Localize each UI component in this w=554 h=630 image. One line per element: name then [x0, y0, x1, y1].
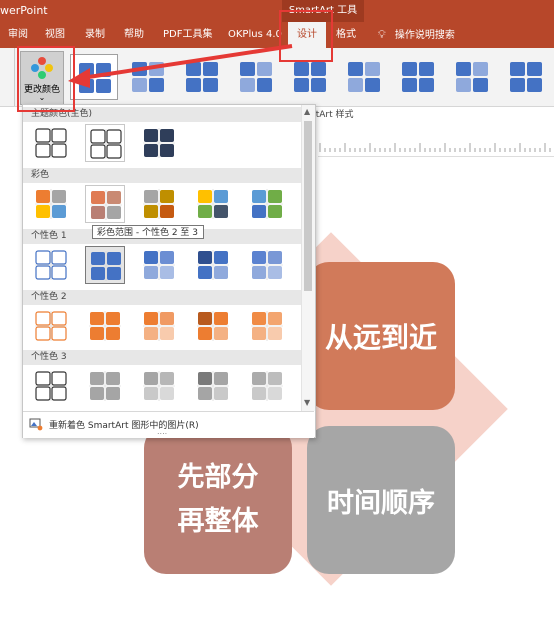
- swatch-tooltip: 彩色范围 - 个性色 2 至 3: [92, 225, 204, 239]
- recolor-pictures-option[interactable]: 重新着色 SmartArt 图形中的图片(R) ....: [23, 411, 314, 438]
- change-colors-label: 更改颜色: [23, 85, 60, 95]
- color-swatch[interactable]: [31, 124, 71, 162]
- color-swatch[interactable]: [139, 246, 179, 284]
- lightbulb-icon: 💡︎: [378, 28, 386, 41]
- color-swatch[interactable]: [31, 185, 71, 223]
- color-swatch[interactable]: [31, 246, 71, 284]
- smartart-styles-group-label: rtArt 样式: [312, 110, 354, 120]
- smartart-shape-top-right[interactable]: 从远到近: [307, 262, 455, 410]
- color-swatch[interactable]: [247, 307, 287, 345]
- scroll-thumb[interactable]: [304, 121, 312, 291]
- section-theme-colors: 主题颜色(主色): [23, 107, 301, 122]
- shape-text-line1: 先部分: [177, 462, 259, 493]
- scroll-down-icon[interactable]: ▼: [304, 398, 311, 407]
- tab-design[interactable]: 设计: [288, 22, 326, 48]
- change-colors-button[interactable]: 更改颜色 ⌄: [20, 51, 64, 105]
- ribbon-tab-bar: 审阅 视图 录制 帮助 PDF工具集 OKPlus 4.0 设计 格式 💡︎ 操…: [0, 22, 554, 48]
- smartart-style-thumb[interactable]: [448, 54, 496, 100]
- tab-record[interactable]: 录制: [85, 29, 105, 40]
- palette-icon: [31, 57, 53, 79]
- panel-scrollbar[interactable]: ▲ ▼: [301, 105, 315, 411]
- color-swatch[interactable]: [85, 246, 125, 284]
- color-swatch[interactable]: [139, 367, 179, 405]
- chevron-down-icon: ⌄: [38, 93, 46, 102]
- color-swatch[interactable]: [31, 367, 71, 405]
- color-swatch[interactable]: [85, 367, 125, 405]
- horizontal-ruler: [318, 140, 554, 157]
- section-colorful: 彩色: [23, 168, 301, 183]
- tab-pdf-tools[interactable]: PDF工具集: [163, 29, 213, 40]
- section-accent-2: 个性色 2: [23, 290, 301, 305]
- color-swatch[interactable]: [139, 307, 179, 345]
- annotation-arrow: [68, 44, 293, 88]
- smartart-style-thumb[interactable]: [394, 54, 442, 100]
- ribbon-left-edge: [0, 48, 15, 106]
- recolor-pictures-label: 重新着色 SmartArt 图形中的图片(R): [49, 421, 199, 431]
- smartart-shape-bottom-right[interactable]: 时间顺序: [307, 426, 455, 574]
- color-swatch[interactable]: [139, 124, 179, 162]
- change-colors-dropdown: 主题颜色(主色) 彩色 个性色 1 个性色 2 个性色 3 ▲ ▼ 重新着色 S…: [22, 104, 316, 438]
- color-swatch[interactable]: [247, 246, 287, 284]
- tab-review[interactable]: 审阅: [8, 29, 28, 40]
- color-swatch[interactable]: [247, 367, 287, 405]
- tab-okplus[interactable]: OKPlus 4.0: [228, 29, 282, 40]
- color-swatch[interactable]: [193, 185, 233, 223]
- highlight-design-tab: [279, 10, 333, 62]
- smartart-shape-bottom-left[interactable]: 先部分 再整体: [144, 426, 292, 574]
- app-title: werPoint: [0, 4, 48, 17]
- ruler-ticks: [319, 143, 551, 152]
- smartart-style-thumb[interactable]: [286, 54, 334, 100]
- smartart-style-thumb[interactable]: [232, 54, 280, 100]
- shape-text: 时间顺序: [327, 487, 435, 519]
- color-swatch[interactable]: [193, 307, 233, 345]
- color-swatch[interactable]: [247, 185, 287, 223]
- shape-text: 从远到近: [324, 321, 437, 354]
- tab-help[interactable]: 帮助: [124, 29, 144, 40]
- color-swatch[interactable]: [31, 307, 71, 345]
- smartart-style-thumb[interactable]: [178, 54, 226, 100]
- panel-resize-grip[interactable]: ....: [157, 427, 168, 436]
- search-label: 操作说明搜索: [394, 30, 455, 41]
- tab-view[interactable]: 视图: [45, 29, 65, 40]
- section-accent-3: 个性色 3: [23, 350, 301, 365]
- color-swatch[interactable]: [85, 124, 125, 162]
- color-swatch[interactable]: [193, 246, 233, 284]
- color-swatch[interactable]: [85, 307, 125, 345]
- scroll-up-icon[interactable]: ▲: [304, 107, 311, 116]
- smartart-style-thumb[interactable]: [340, 54, 388, 100]
- title-bar: werPoint SmartArt 工具: [0, 0, 554, 22]
- shape-text-line2: 再整体: [177, 506, 259, 537]
- tab-format[interactable]: 格式: [336, 29, 356, 40]
- recolor-picture-icon: [29, 418, 43, 431]
- color-swatch[interactable]: [139, 185, 179, 223]
- color-swatch[interactable]: [193, 367, 233, 405]
- smartart-style-thumb[interactable]: [502, 54, 550, 100]
- color-swatch[interactable]: [85, 185, 125, 223]
- tell-me-search[interactable]: 💡︎ 操作说明搜索: [378, 22, 455, 48]
